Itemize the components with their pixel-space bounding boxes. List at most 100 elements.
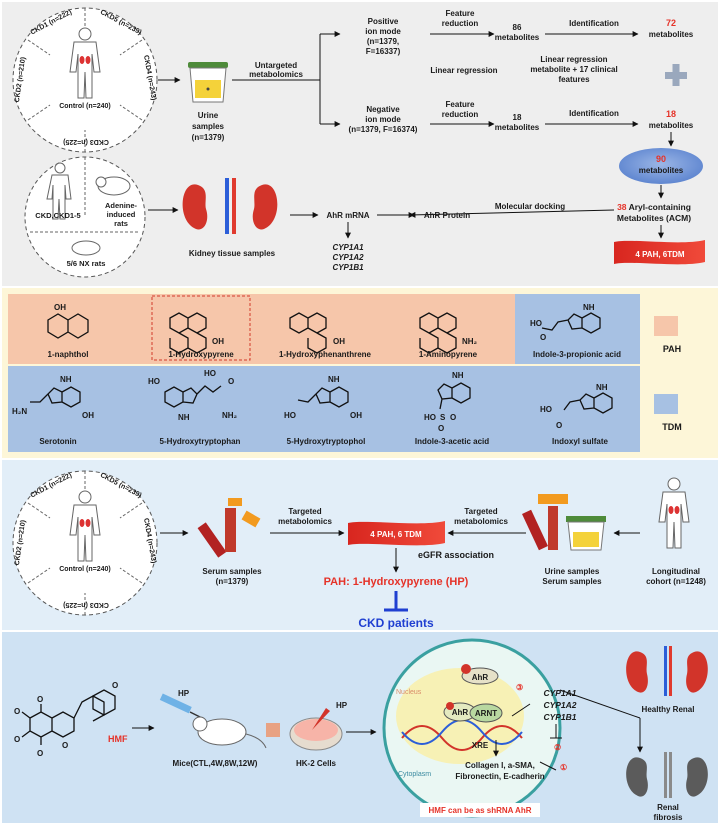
kidney-samples-label: Kidney tissue samples <box>189 249 276 258</box>
negative-mode-label: ion mode <box>365 115 401 124</box>
hp-label: HP <box>178 689 190 698</box>
nucleus-label: Nucleus <box>396 689 422 696</box>
atom-label: O <box>14 735 20 744</box>
kidney-pair-icon <box>182 178 278 234</box>
merged-count: 90 <box>656 154 666 164</box>
pah-tdm-ribbon <box>614 240 705 265</box>
atom-label: O <box>228 377 234 386</box>
cohort-wheel-1: Control (n=240) CKD1 (n=222) CKD5 (n=239… <box>12 7 158 153</box>
atom-label: HO <box>530 319 542 328</box>
atom-label: OH <box>333 337 345 346</box>
urine-serum-icon <box>522 494 606 551</box>
cytoplasm-label: Cytoplasm <box>398 771 431 778</box>
urine-cup-icon <box>188 62 228 103</box>
feature-reduction-label: reduction <box>442 19 479 28</box>
cyp-gene-label: CYP1B1 <box>332 263 364 272</box>
atom-label: OH <box>350 411 362 420</box>
serum-samples-label: Serum samples <box>202 567 262 576</box>
fibrotic-kidney-icon <box>626 752 708 798</box>
targeted-label: Targeted <box>464 507 497 516</box>
hmf-note-box <box>420 803 540 817</box>
legend-tdm-swatch <box>654 394 678 414</box>
negative-mode-label: (n=1379, F=16374) <box>349 125 418 134</box>
atom-label: NH₂ <box>462 337 478 346</box>
positive-count: 86 <box>513 23 522 32</box>
pah-tdm-ribbon-label: 4 PAH, 6 TDM <box>370 530 422 539</box>
cyp-gene-label: CYP1B1 <box>543 712 576 722</box>
structure-1-hydroxyphenanthrene: OH <box>289 312 345 354</box>
acm-label: Metabolites (ACM) <box>617 213 691 223</box>
compound-name: 1-Hydroxypyrene <box>168 350 234 359</box>
urine-samples-label: (n=1379) <box>192 133 225 142</box>
human-silhouette-icon <box>69 490 101 562</box>
xre-label: XRE <box>472 741 489 750</box>
step-number: ① <box>560 763 567 772</box>
atom-label: NH <box>583 303 595 312</box>
ahr-label: AhR <box>472 673 489 682</box>
kidney-icon <box>79 56 85 64</box>
atom-label: S <box>440 413 446 422</box>
compound-name: 5-Hydroxytryptophan <box>160 437 241 446</box>
compound-name: Indoxyl sulfate <box>552 437 609 446</box>
adenine-rats-label: induced <box>107 210 136 219</box>
atom-label: NH <box>596 383 608 392</box>
compound-name: Indole-3-acetic acid <box>415 437 489 446</box>
cyp-gene-label: CYP1A2 <box>543 700 576 710</box>
atom-label: HO <box>148 377 160 386</box>
egfr-label: eGFR association <box>418 550 494 560</box>
positive-mode-label: (n=1379, <box>367 37 399 46</box>
hmf-note: HMF can be as shRNA AhR <box>429 806 532 815</box>
adenine-rats-label: Adenine- <box>105 201 138 210</box>
atom-label: O <box>438 424 444 433</box>
positive-identified-unit: metabolites <box>649 30 694 39</box>
cyp-gene-label: CYP1A1 <box>543 688 576 698</box>
plus-icon <box>665 64 687 86</box>
atom-label: O <box>112 681 118 690</box>
positive-mode-label: F=16337) <box>366 47 401 56</box>
compound-name: Indole-3-propionic acid <box>533 350 621 359</box>
cohort-label-ckd3: CKD3 (n=225) <box>63 601 109 608</box>
cell-diagram <box>382 638 562 818</box>
plus-separator-icon <box>266 723 280 737</box>
atom-label: NH <box>328 375 340 384</box>
cohort-label-ckd3: CKD3 (n=225) <box>63 138 109 145</box>
identification-label: Identification <box>569 109 619 118</box>
positive-mode-label: Positive <box>368 17 399 26</box>
negative-identified-unit: metabolites <box>649 121 694 130</box>
ckd-patients-label: CKD patients <box>358 616 434 630</box>
hk2-label: HK-2 Cells <box>296 759 337 768</box>
atom-label: HO <box>204 369 216 378</box>
positive-mode-label: ion mode <box>365 27 401 36</box>
ahr-mrna-label: AhR mRNA <box>326 211 369 220</box>
atom-label: NH₂ <box>222 411 238 420</box>
atom-label: O <box>450 413 456 422</box>
atom-label: NH <box>452 371 464 380</box>
targeted-label: metabolomics <box>454 517 508 526</box>
ckd-model-label: CKD,CKD1-5 <box>35 211 80 220</box>
structure-1-naphthol: OH <box>47 303 89 339</box>
cyp-gene-label: CYP1A2 <box>332 253 364 262</box>
positive-count-unit: metabolites <box>495 33 540 42</box>
atom-label: OH <box>82 411 94 420</box>
atom-label: O <box>14 707 20 716</box>
feature-reduction-label: reduction <box>442 110 479 119</box>
compound-name: 1-Aminopyrene <box>419 350 478 359</box>
atom-label: O <box>556 421 562 430</box>
urine-samples-label: Urine <box>198 111 219 120</box>
negative-count: 18 <box>513 113 522 122</box>
atom-label: HO <box>284 411 296 420</box>
structure-1-aminopyrene: NH₂ <box>419 312 478 354</box>
compound-name: 1-Hydroxyphenanthrene <box>279 350 372 359</box>
kidney-icon <box>668 506 674 514</box>
longitudinal-label: Longitudinal <box>652 567 700 576</box>
structure-hmf: O O O O O O <box>14 681 118 758</box>
hydroxypyrene-highlight <box>151 295 251 361</box>
inhibition-symbol <box>384 591 408 612</box>
atom-label: H₂N <box>12 407 27 416</box>
pah-tdm-ribbon <box>348 521 445 546</box>
arnt-label: ARNT <box>475 709 497 718</box>
serum-samples-label: (n=1379) <box>216 577 249 586</box>
atom-label: O <box>540 333 546 342</box>
ahr-protein-label: AhR Protein <box>424 211 470 220</box>
structure-5-hydroxytryptophan: HO NH NH₂ O HO <box>148 369 238 422</box>
